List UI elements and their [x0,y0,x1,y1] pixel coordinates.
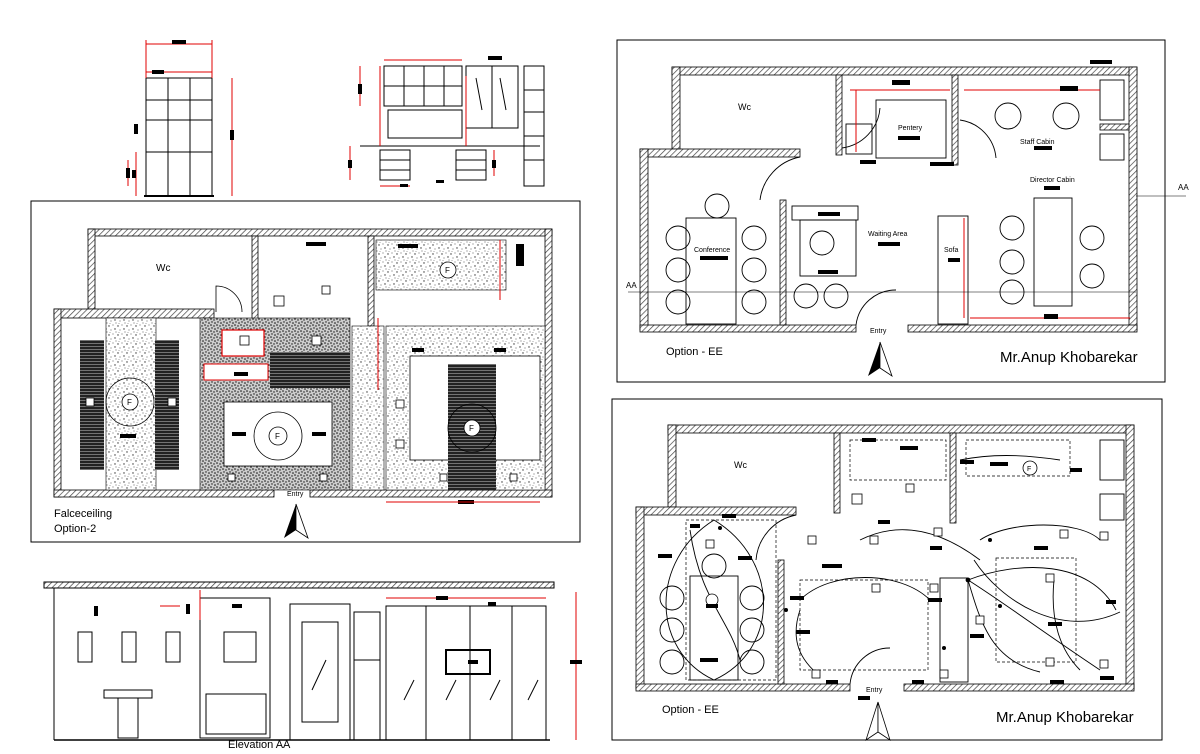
north-arrow-icon [868,342,880,376]
designer-name-bottom: Mr.Anup Khobarekar [996,709,1134,726]
option-bottom-caption: Option - EE [662,704,719,716]
fan-symbol: F [445,266,450,275]
falseceiling-option: Option-2 [54,523,96,535]
entry-label: Entry [870,328,887,335]
section-mark-right: AA [1178,183,1189,192]
waiting-area-label: Waiting Area [868,231,908,238]
cabinet-elevations [126,40,545,197]
sofa-label: Sofa [944,247,959,254]
falseceiling-frame [30,200,581,543]
elevation-aa [43,581,582,741]
director-cabin-label: Director Cabin [1030,177,1075,184]
designer-name-top: Mr.Anup Khobarekar [1000,349,1138,366]
option-bottom-frame [611,398,1163,741]
option-top-frame [616,39,1166,383]
fan-symbol: F [127,398,132,407]
wc-label: Wc [156,263,170,274]
falseceiling-title: Falceceiling [54,508,112,520]
entry-label: Entry [287,491,304,498]
entry-label: Entry [866,687,883,694]
north-arrow-icon [284,504,296,538]
fan-symbol: F [1027,466,1031,473]
fan-symbol: F [469,424,474,433]
option-bottom-plan: F Wc Entry Option - EE Mr.Anup Khobareka… [611,398,1163,741]
staff-cabin-label: Staff Cabin [1020,139,1055,146]
section-mark-left: AA [626,281,637,290]
elevation-caption: Elevation AA [228,739,291,751]
wc-label: Wc [738,102,751,112]
option-top-caption: Option - EE [666,346,723,358]
conference-label: Conference [694,247,730,254]
fan-symbol: F [275,432,280,441]
falseceiling-plan: F F F F Wc Entry Falceceiling Option-2 [30,200,581,543]
wc-label: Wc [734,460,747,470]
pentery-label: Pentery [898,125,923,132]
option-top-plan: AA AA Wc Pentery Staff Cabin Director Ca… [616,39,1189,383]
north-arrow-icon [865,701,879,741]
